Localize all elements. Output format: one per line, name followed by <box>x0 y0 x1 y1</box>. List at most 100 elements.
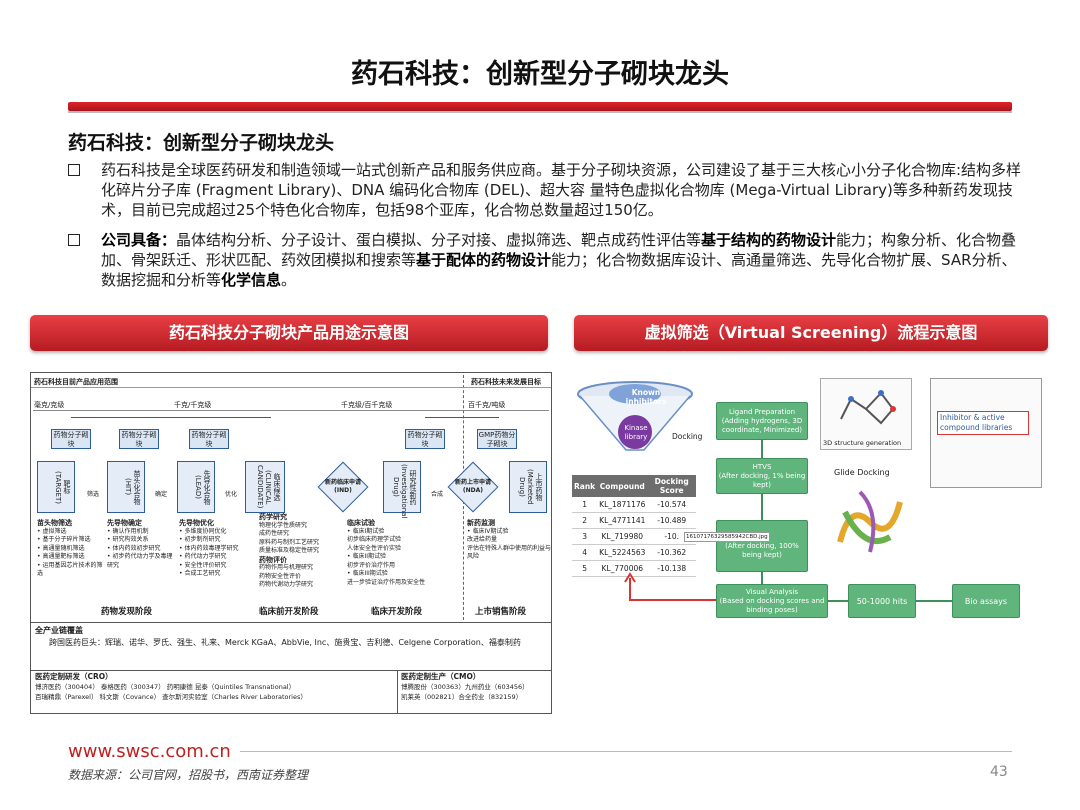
cell: 5 <box>572 560 598 577</box>
col-body: 物理化学性质研究 成药性研究 原料药与制剂工艺研究 质量标准及稳定性研究 <box>259 521 320 555</box>
capability-text-1: 晶体结构分析、分子设计、蛋白模拟、分子对接、虚拟筛选、靶点成药性评估等 <box>176 231 702 249</box>
col-body: 药物作用与机理研究 药物安全性评价 药物代谢动力学研究 <box>259 564 314 588</box>
cell: -10.362 <box>647 544 696 561</box>
full-chain-coverage: 全产业链覆盖跨国医药巨头：辉瑞、诺华、罗氏、强生、礼来、Merck KGaA、A… <box>35 625 547 649</box>
stage-lead: 先导化合物(LEAD) <box>177 461 215 513</box>
connector <box>425 417 499 418</box>
sp-box: SP (After docking, 100% being kept) <box>716 520 808 572</box>
capability-text-4: 。 <box>281 271 297 289</box>
col-head: 苗头物筛选 <box>37 519 72 527</box>
capability-bold-2: 基于配体的药物设计 <box>416 251 552 269</box>
cell: 1 <box>572 497 598 513</box>
library-funnel <box>577 381 693 451</box>
flow-label: 优化 <box>224 491 237 498</box>
flow-label: 合成 <box>430 491 443 498</box>
footer-line <box>240 751 1012 752</box>
ligand-preparation-box: Ligand Preparation (Adding hydrogens, 3D… <box>716 402 808 440</box>
col-body: • 确认作用机制 • 研究构效关系 • 体内药效初步研究 • 初步药代动力学及毒… <box>107 527 173 569</box>
stage-investigational: 研究性新药(Investigational Drug) <box>383 461 421 518</box>
inhibitor-library-image: Inhibitor & active compound libraries <box>930 378 1042 488</box>
capability-text-2: 能力；构象分析、化合物叠加、骨架跃迁、形状匹配、药效团模拟和搜索等 <box>101 231 1017 269</box>
scale-line <box>33 410 549 411</box>
building-block-box: 药物分子砌块 <box>51 429 91 449</box>
cro-head: 医药定制研发（CRO） <box>35 672 113 681</box>
bullet-company-intro: 药石科技是全球医药研发和制造领域一站式创新产品和服务供应商。基于分子砌块资源，公… <box>68 160 1023 220</box>
stage-target: 靶标(TARGET) <box>37 461 75 513</box>
title-bar <box>68 102 1012 111</box>
section-divider <box>31 622 551 623</box>
phase-preclinical: 临床前开发阶段 <box>259 607 319 617</box>
hits-box: 50-1000 hits <box>848 584 916 618</box>
building-block-box: 药物分子砌块 <box>189 429 229 449</box>
section-subtitle: 药石科技：创新型分子砌块龙头 <box>68 132 335 154</box>
htvs-box: HTVS (After docking, 1% being kept) <box>716 458 808 494</box>
cmo-line: 凯莱英（002821）合全药业（832159） <box>401 693 523 701</box>
table-header-row: Rank Compound Docking Score <box>572 475 696 497</box>
phase-market: 上市销售阶段 <box>475 607 527 617</box>
funnel-bottom-label: Kinase library <box>624 424 648 441</box>
cell: 4 <box>572 544 598 561</box>
cell: -10.574 <box>647 497 696 513</box>
scale-label: 千克级/百千克级 <box>341 401 393 409</box>
banner-right: 虚拟筛选（Virtual Screening）流程示意图 <box>574 315 1048 351</box>
col-compound: Compound <box>597 475 648 497</box>
building-block-box: 药物分子砌块 <box>119 429 159 449</box>
head-divider <box>31 387 551 388</box>
title-bar-shadow <box>68 111 1012 113</box>
cell: KL_770006 <box>597 560 648 577</box>
phase-clinical: 临床开发阶段 <box>371 607 423 617</box>
col-body: • 虚拟筛选 • 基于分子碎片筛选 • 高通量随机筛选 • 高通量靶标筛选 • … <box>37 527 103 578</box>
scale-label: 千克/千克级 <box>174 401 212 409</box>
cro-cmo-divider <box>397 670 398 714</box>
page-number: 43 <box>990 764 1008 780</box>
col-head: 新药监测 <box>467 519 495 527</box>
glide-label: Glide Docking <box>834 468 890 477</box>
col-head: 药物评价 <box>259 555 287 564</box>
bio-assays-box: Bio assays <box>952 584 1020 618</box>
connector <box>71 417 271 418</box>
col-body: • 多维度协同优化 • 初步制剂研究 • 体内药效毒理学研究 • 药代动力学研究… <box>179 527 239 578</box>
checkbox-bullet-icon <box>68 234 80 246</box>
col-pharma-research: 药学研究物理化学性质研究 成药性研究 原料药与制剂工艺研究 质量标准及稳定性研究… <box>259 513 363 590</box>
flow-arrow <box>761 494 763 520</box>
capability-text-3: 能力；化合物数据库设计、高通量筛选、先导化合物扩展、SAR分析、数据挖掘和分析等 <box>101 251 1017 289</box>
image-filename-overlay: 16107176329585942CBD.jpg <box>684 532 770 542</box>
cmo-line: 博腾股份（300363）九州药业（603456） <box>401 683 529 691</box>
phase-discovery: 药物发现阶段 <box>101 607 153 617</box>
col-head: 先导物确定 <box>107 519 142 527</box>
cell: -10. <box>647 528 696 545</box>
building-block-box: 药物分子砌块 <box>405 429 445 449</box>
scale-label: 百千克/吨级 <box>468 401 506 409</box>
capability-label: 公司具备： <box>101 231 177 249</box>
col-lead-optimize: 先导物优化• 多维度协同优化 • 初步制剂研究 • 体内药效毒理学研究 • 药代… <box>179 519 251 579</box>
page-title: 药石科技：创新型分子砌块龙头 <box>351 59 729 90</box>
col-head: 药学研究 <box>259 513 287 521</box>
cell: -10.138 <box>647 560 696 577</box>
cro-line: 百瑞精鼎（Parexel） 科文斯（Covance） 查尔斯河实验室（Charl… <box>35 693 307 701</box>
bullet-text: 药石科技是全球医药研发和制造领域一站式创新产品和服务供应商。基于分子砌块资源，公… <box>101 161 1022 219</box>
col-head: 临床试验 <box>347 519 375 527</box>
col-clinical-trials: 临床试验• 临床I期试验 初步临床药理学试验 人体安全性评价实验 • 临床II期… <box>347 519 455 587</box>
stage-marketed: 上市药物(Marketed Drug) <box>509 461 547 513</box>
col-lead-identify: 先导物确定• 确认作用机制 • 研究构效关系 • 体内药效初步研究 • 初步药代… <box>107 519 177 570</box>
bullet-capabilities: 公司具备：晶体结构分析、分子设计、蛋白模拟、分子对接、虚拟筛选、靶点成药性评估等… <box>68 230 1023 290</box>
virtual-screening-diagram: Known inhibitors Kinase library Docking … <box>568 372 1050 644</box>
col-rank: Rank <box>572 475 598 497</box>
chain-body: 跨国医药巨头：辉瑞、诺华、罗氏、强生、礼来、Merck KGaA、AbbVie,… <box>49 638 521 647</box>
col-new-drug-monitor: 新药监测• 临床IV期试验 改进给药量 评估在特殊人群中使用的利益与风险 <box>467 519 551 562</box>
checkbox-bullet-icon <box>68 164 80 176</box>
cell: KL_719980 <box>597 528 648 545</box>
docking-label: Docking <box>672 432 703 441</box>
flow-arrow <box>761 572 763 584</box>
3d-structure-image: 3D structure generation <box>820 378 912 450</box>
capability-bold-3: 化学信息 <box>221 271 282 289</box>
section-divider <box>31 670 551 671</box>
protein-structure-icon <box>837 490 903 553</box>
flow-label: 确定 <box>154 491 167 498</box>
visual-analysis-box: Visual Analysis (Based on docking scores… <box>716 584 828 618</box>
col-hit-screening: 苗头物筛选• 虚拟筛选 • 基于分子碎片筛选 • 高通量随机筛选 • 高通量靶标… <box>37 519 105 579</box>
